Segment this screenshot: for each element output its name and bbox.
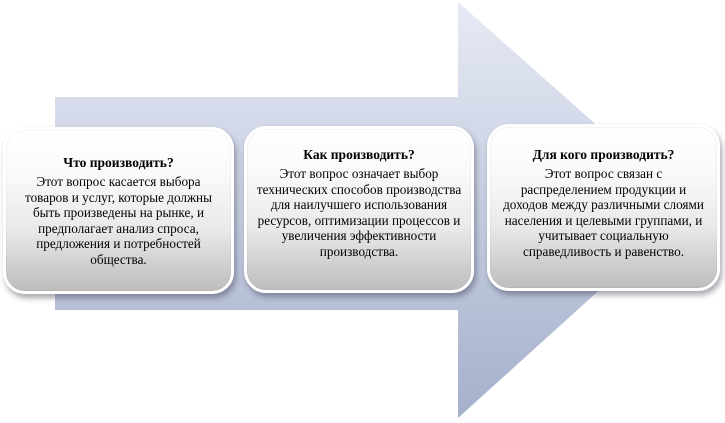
step-card-for-whom: Для кого производить? Этот вопрос связан… (487, 124, 720, 291)
step-title-how: Как производить? (303, 147, 415, 162)
step-text-how: Этот вопрос означает выбор технических с… (256, 166, 462, 259)
step-title-for-whom: Для кого производить? (532, 147, 675, 162)
step-text-what: Этот вопрос касается выбора товаров и ус… (25, 174, 212, 267)
step-text-for-whom: Этот вопрос связан с распределением прод… (503, 166, 704, 259)
step-card-how: Как производить? Этот вопрос означает вы… (244, 126, 474, 293)
step-card-what: Что производить? Этот вопрос касается вы… (3, 127, 234, 294)
step-title-what: Что производить? (63, 155, 174, 170)
